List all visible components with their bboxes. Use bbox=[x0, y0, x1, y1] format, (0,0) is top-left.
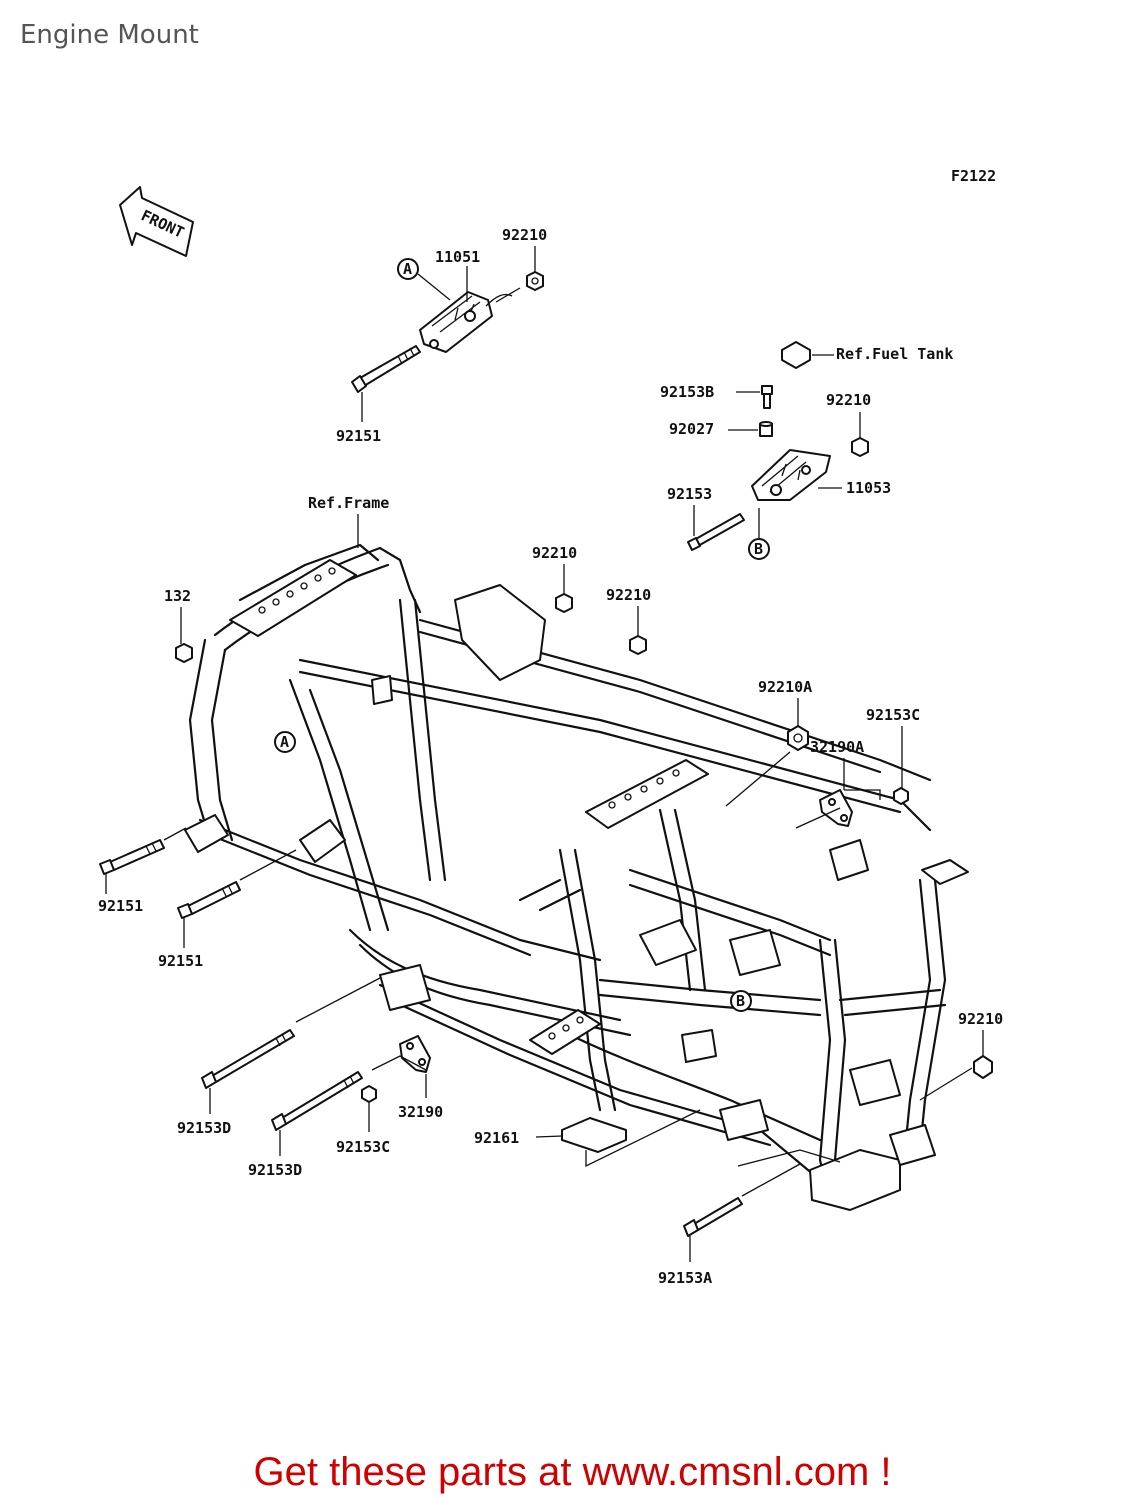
label-92210-top: 92210 bbox=[502, 226, 547, 244]
label-11051: 11051 bbox=[435, 248, 480, 266]
label-132: 132 bbox=[164, 587, 191, 605]
promo-text[interactable]: Get these parts at www.cmsnl.com ! bbox=[253, 1450, 892, 1494]
callout-b-frame: B bbox=[736, 992, 745, 1010]
page-title: Engine Mount bbox=[20, 20, 199, 50]
label-11053: 11053 bbox=[846, 479, 891, 497]
label-92153a: 92153A bbox=[658, 1269, 712, 1287]
pad-ref-fuel-tank bbox=[781, 341, 811, 369]
callout-b-top: B bbox=[754, 540, 763, 558]
bracket-32190 bbox=[399, 1035, 431, 1073]
label-92210-center2: 92210 bbox=[606, 586, 651, 604]
nut-92210-top bbox=[526, 271, 544, 291]
bolt-92151-left bbox=[99, 839, 165, 875]
callout-circle-b-frame bbox=[730, 990, 752, 1012]
label-92153d-left: 92153D bbox=[177, 1119, 231, 1137]
figure-code: F2122 bbox=[951, 167, 996, 185]
front-arrow-icon: FRONT bbox=[119, 186, 194, 257]
label-92161: 92161 bbox=[474, 1129, 519, 1147]
label-92210a: 92210A bbox=[758, 678, 812, 696]
label-92027: 92027 bbox=[669, 420, 714, 438]
callout-circle-a-frame bbox=[274, 731, 296, 753]
main-frame bbox=[184, 543, 969, 1211]
bolt-92153c-bottom bbox=[361, 1085, 377, 1103]
bolt-92153 bbox=[687, 513, 745, 551]
engine-bracket-11051 bbox=[419, 287, 521, 353]
label-92151-left: 92151 bbox=[98, 897, 143, 915]
label-92151-left2: 92151 bbox=[158, 952, 203, 970]
bolt-92153c-right bbox=[893, 787, 909, 805]
parts-diagram: F2122 FRONT A 11051 92210 92151 bbox=[98, 167, 1003, 1287]
bolt-92153a bbox=[683, 1197, 743, 1237]
label-92153d-bottom: 92153D bbox=[248, 1161, 302, 1179]
label-92153: 92153 bbox=[667, 485, 712, 503]
label-92210-lower-right: 92210 bbox=[958, 1010, 1003, 1028]
label-92153b: 92153B bbox=[660, 383, 714, 401]
label-32190a: 32190A bbox=[810, 738, 864, 756]
label-ref-frame: Ref.Frame bbox=[308, 494, 389, 512]
callout-a-top: A bbox=[403, 260, 412, 278]
label-ref-fuel-tank: Ref.Fuel Tank bbox=[836, 345, 953, 363]
label-92153c-right: 92153C bbox=[866, 706, 920, 724]
callout-circle-a-top bbox=[397, 258, 419, 280]
bolt-92153b bbox=[761, 385, 773, 409]
bolt-92153d-left bbox=[201, 1029, 295, 1089]
label-92151-top: 92151 bbox=[336, 427, 381, 445]
promo-footer[interactable]: Get these parts at www.cmsnl.com ! bbox=[0, 1450, 1145, 1495]
nut-92210-center bbox=[555, 593, 573, 613]
label-32190: 32190 bbox=[398, 1103, 443, 1121]
nut-92210-center2 bbox=[629, 635, 647, 655]
engine-bracket-11053 bbox=[751, 449, 831, 501]
pad-92161 bbox=[561, 1117, 627, 1153]
label-92210-right: 92210 bbox=[826, 391, 871, 409]
nut-132 bbox=[175, 643, 193, 663]
bolt-92151-top bbox=[351, 345, 421, 393]
bolt-92151-left2 bbox=[177, 881, 241, 919]
bracket-32190a bbox=[819, 789, 853, 827]
callout-a-frame: A bbox=[280, 733, 289, 751]
collar-92027 bbox=[759, 421, 773, 437]
nut-92210a bbox=[787, 725, 809, 751]
bolt-92153d-bottom bbox=[271, 1071, 363, 1131]
nut-92210-right bbox=[851, 437, 869, 457]
label-92210-center: 92210 bbox=[532, 544, 577, 562]
label-92153c-bottom: 92153C bbox=[336, 1138, 390, 1156]
nut-92210-lower-right bbox=[973, 1055, 993, 1079]
